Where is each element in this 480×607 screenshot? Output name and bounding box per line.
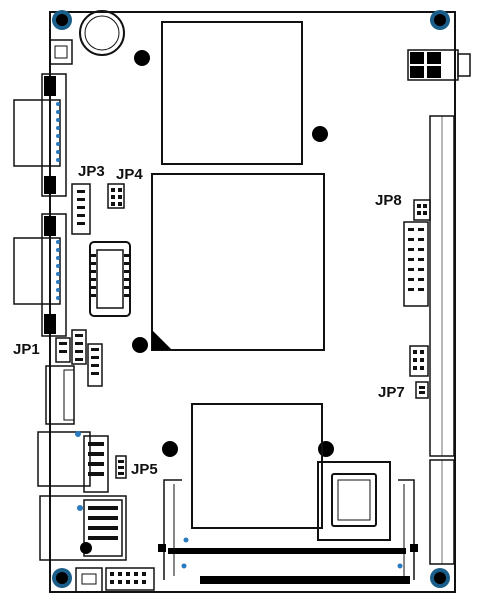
jp8-header xyxy=(413,199,431,221)
left-lower-connector xyxy=(45,365,75,425)
via-dot xyxy=(134,50,150,66)
via-dot xyxy=(162,441,178,457)
serial-port-1 xyxy=(13,73,67,197)
mount-hole-top-right xyxy=(430,10,450,30)
cf-slot xyxy=(158,479,418,584)
jp8-label: JP8 xyxy=(375,192,402,209)
bottom-left-connector xyxy=(75,567,103,593)
lower-chip xyxy=(191,403,323,529)
jp4-header xyxy=(107,183,125,209)
via-dot xyxy=(312,126,328,142)
mount-hole-bottom-right xyxy=(430,568,450,588)
jp3-header xyxy=(71,183,91,235)
main-chip xyxy=(151,173,325,351)
right-pin-header-lower xyxy=(429,459,455,565)
usb-ports xyxy=(39,495,127,561)
jp1-header xyxy=(55,329,103,387)
jp5-header xyxy=(115,455,127,479)
serial-port-2 xyxy=(13,213,67,337)
jp4-label: JP4 xyxy=(116,166,143,183)
right-header-small xyxy=(409,345,429,377)
top-left-connector xyxy=(49,39,73,65)
mount-hole-bottom-left xyxy=(52,568,72,588)
lan-port xyxy=(37,431,109,493)
power-connector xyxy=(407,49,471,81)
jp3-label: JP3 xyxy=(78,163,105,180)
battery xyxy=(79,10,125,56)
bottom-header xyxy=(105,567,155,591)
via-dot xyxy=(132,337,148,353)
jp1-label: JP1 xyxy=(13,341,40,358)
upper-chip xyxy=(161,21,303,165)
jp7-header xyxy=(415,381,429,399)
right-header-upper xyxy=(403,221,429,307)
board-outline xyxy=(49,11,456,593)
small-chip xyxy=(317,461,391,541)
jp5-label: JP5 xyxy=(131,461,158,478)
right-pin-header xyxy=(429,115,455,457)
mount-hole-top-left xyxy=(52,10,72,30)
via-dot xyxy=(318,441,334,457)
jp7-label: JP7 xyxy=(378,384,405,401)
board-connector-left xyxy=(89,241,131,317)
